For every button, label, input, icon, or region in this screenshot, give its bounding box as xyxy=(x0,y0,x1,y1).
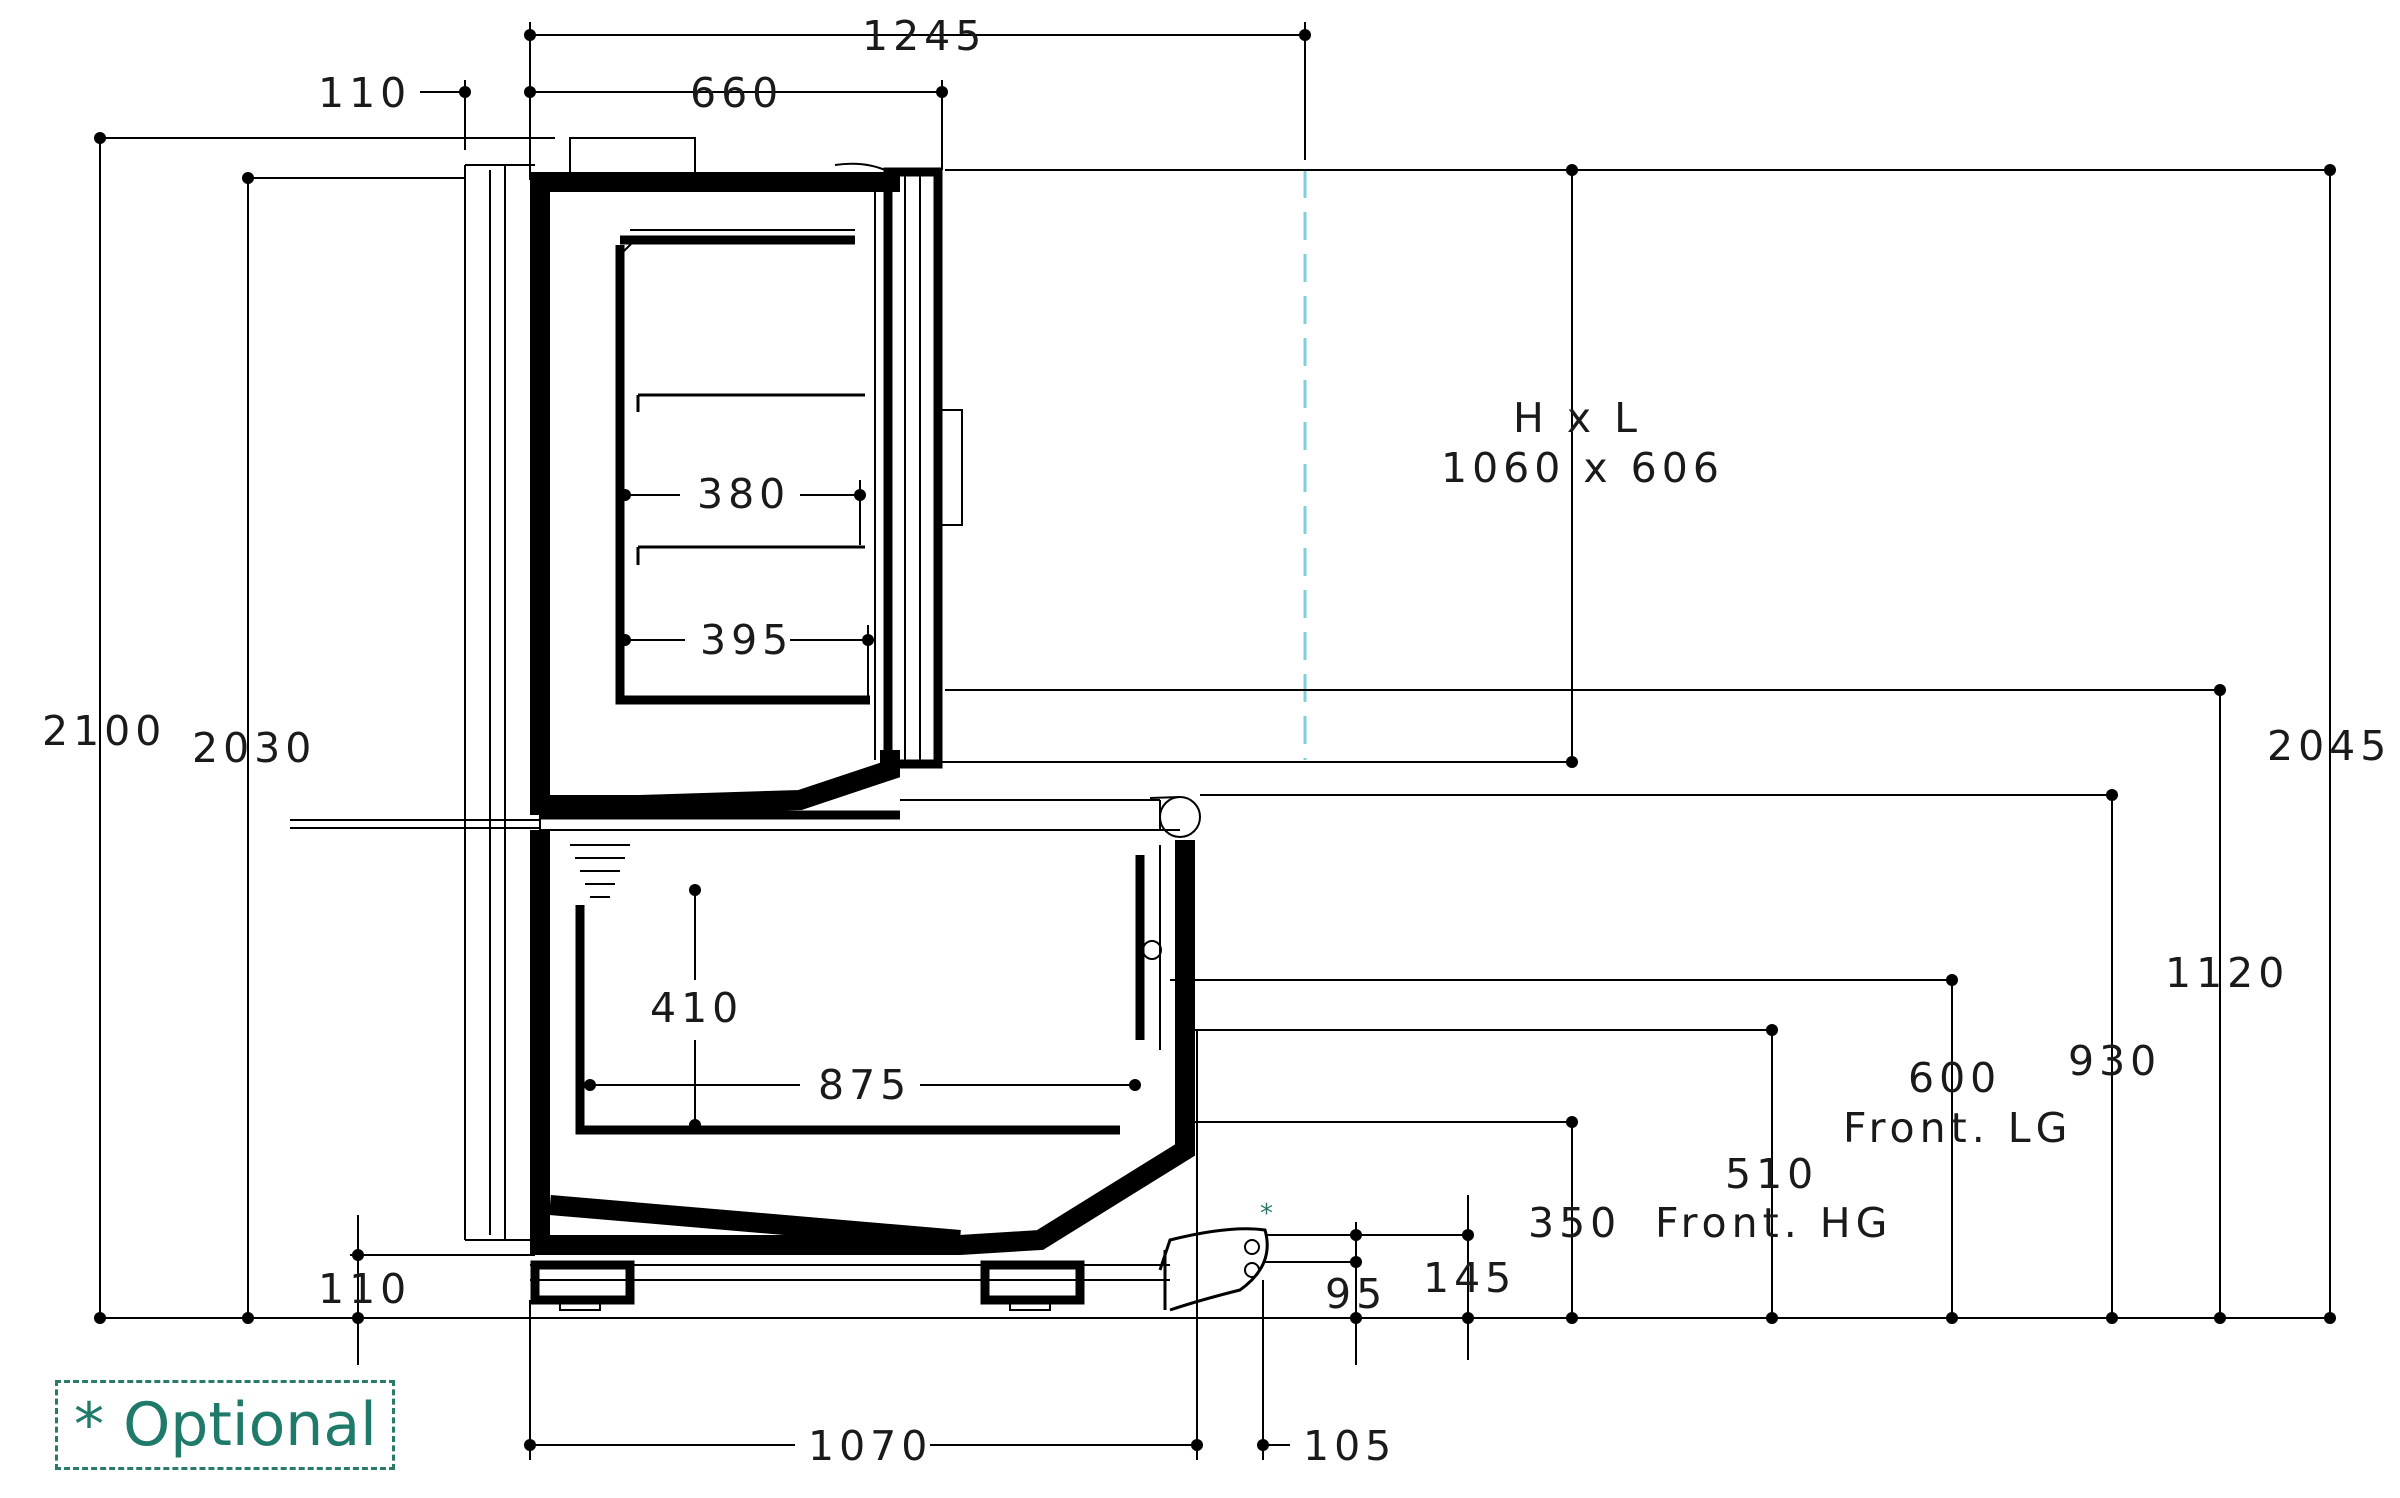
dim-600: 600 xyxy=(1908,1054,2001,1102)
dimension-labels: 1245 660 110 2100 2030 2045 H x L 1060 x… xyxy=(42,12,2391,1470)
optional-legend: * Optional xyxy=(55,1380,395,1470)
dim-1120: 1120 xyxy=(2165,949,2289,997)
optional-asterisk: * xyxy=(1260,1199,1278,1229)
dim-350: 350 xyxy=(1528,1199,1621,1247)
dim-410: 410 xyxy=(650,984,743,1032)
vent-grille xyxy=(570,844,630,898)
dim-380: 380 xyxy=(697,470,790,518)
front-lg-label: Front. LG xyxy=(1843,1104,2072,1152)
front-hg-label: Front. HG xyxy=(1655,1199,1892,1247)
dim-105: 105 xyxy=(1303,1422,1396,1470)
dim-1245: 1245 xyxy=(862,12,986,60)
dim-510: 510 xyxy=(1725,1150,1818,1198)
dim-2045: 2045 xyxy=(2267,722,2391,770)
cabinet-structure xyxy=(290,137,1269,1312)
dim-930: 930 xyxy=(2068,1037,2161,1085)
dim-660: 660 xyxy=(690,69,783,117)
dimension-dots xyxy=(94,29,2336,1451)
dim-110-top: 110 xyxy=(318,69,411,117)
dim-2030: 2030 xyxy=(192,724,316,772)
hxl-label: H x L xyxy=(1513,394,1642,442)
dim-2100: 2100 xyxy=(42,707,166,755)
dim-95: 95 xyxy=(1325,1270,1387,1318)
dim-395: 395 xyxy=(700,616,793,664)
dim-145: 145 xyxy=(1423,1254,1516,1302)
dimension-lines xyxy=(95,22,2335,1460)
dim-1070: 1070 xyxy=(808,1422,932,1470)
dim-110-bottom: 110 xyxy=(318,1265,411,1313)
hxl-value: 1060 x 606 xyxy=(1441,444,1724,492)
dim-875: 875 xyxy=(818,1061,911,1109)
